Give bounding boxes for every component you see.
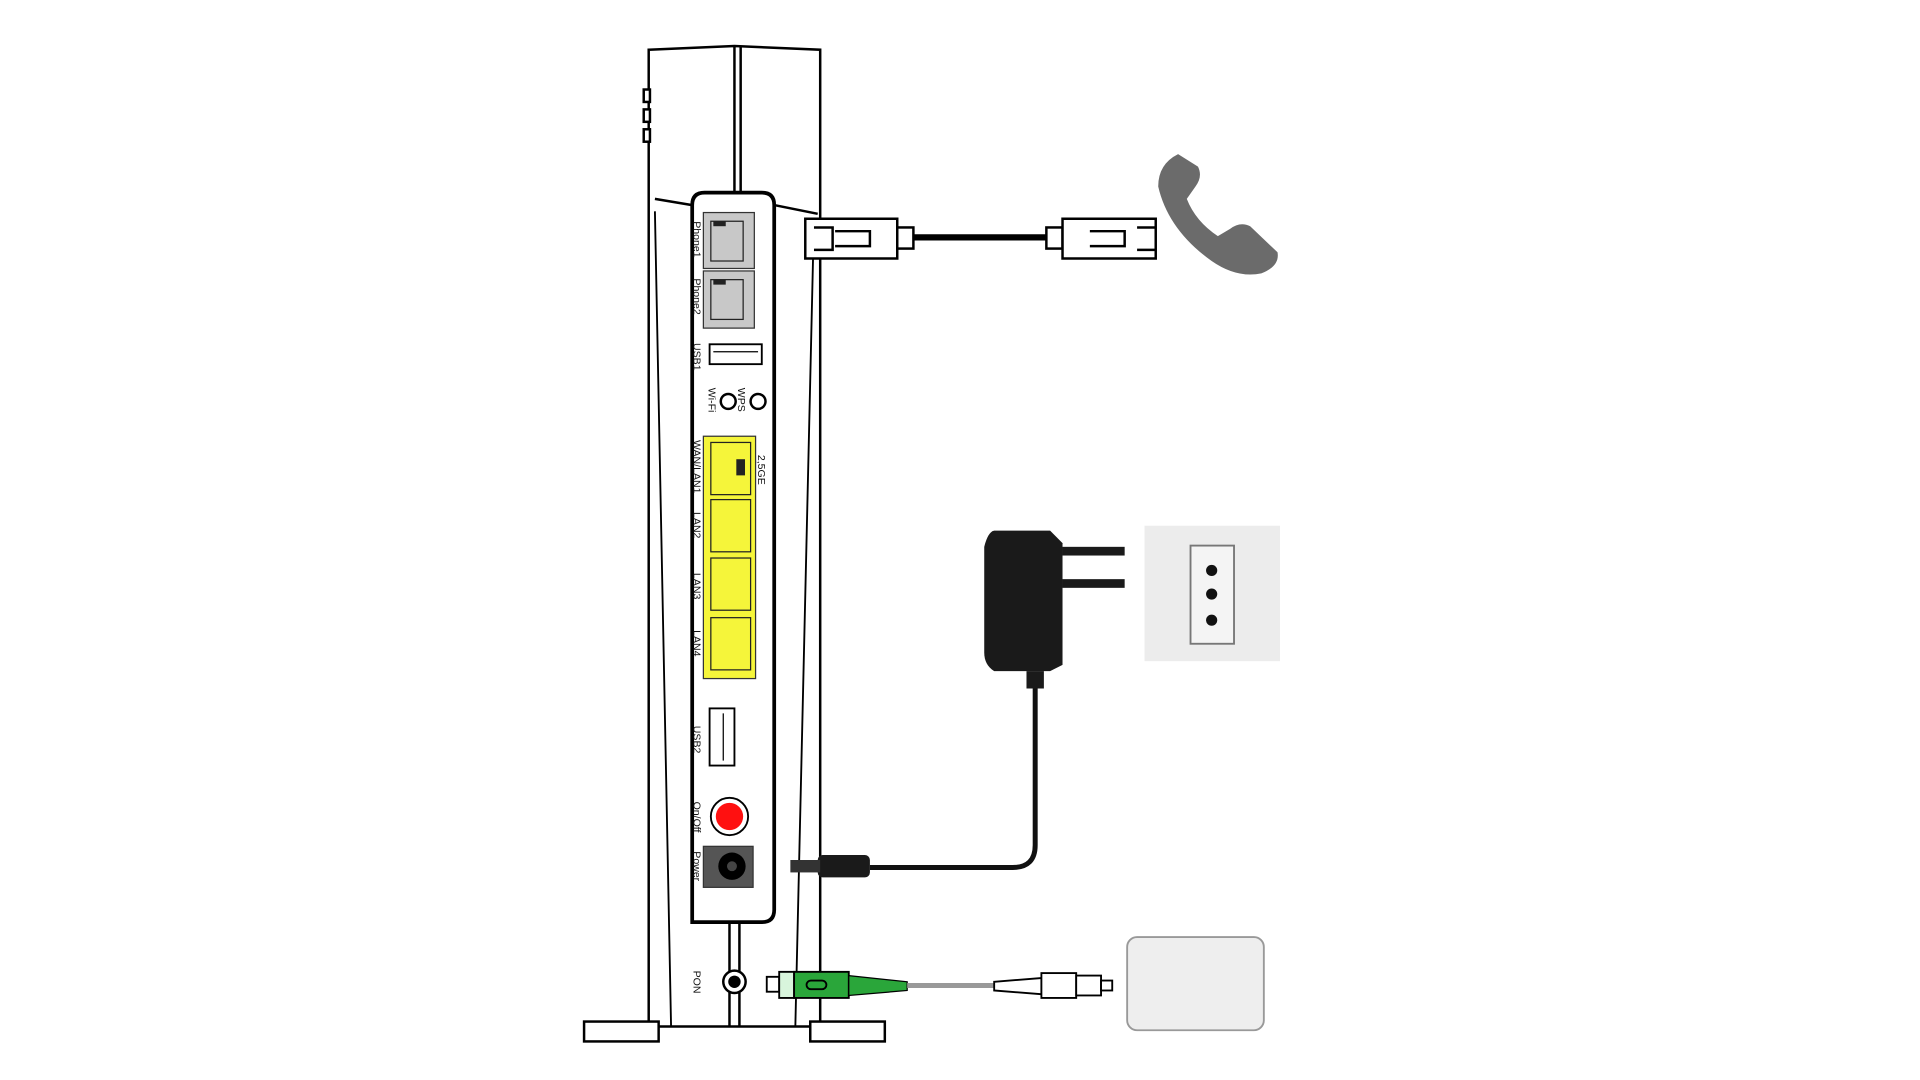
wifi-label: Wi-Fi bbox=[705, 388, 717, 413]
power-adapter bbox=[790, 530, 1125, 878]
fiber-cable bbox=[765, 970, 1114, 999]
lan4-label: LAN4 bbox=[690, 630, 702, 657]
speed-label: 2,5GE bbox=[755, 455, 767, 485]
wifi-button[interactable] bbox=[719, 392, 737, 411]
phone-icon bbox=[1158, 154, 1278, 275]
wps-label: WPS bbox=[735, 388, 747, 412]
lan2-port[interactable] bbox=[710, 498, 752, 553]
wps-button[interactable] bbox=[749, 392, 767, 411]
power-port[interactable] bbox=[702, 845, 754, 888]
lan3-label: LAN3 bbox=[690, 573, 702, 600]
lan3-port[interactable] bbox=[710, 557, 752, 611]
wan-lan1-label: WAN/LAN1 bbox=[690, 440, 702, 494]
power-label: Power bbox=[690, 851, 702, 881]
wall-outlet bbox=[1144, 525, 1280, 662]
phone-cable bbox=[804, 217, 1157, 260]
usb1-port[interactable] bbox=[708, 343, 763, 366]
wan-lan1-port[interactable] bbox=[710, 441, 752, 496]
usb2-port[interactable] bbox=[708, 707, 736, 767]
fiber-wall-socket bbox=[1126, 936, 1265, 1032]
pon-label: PON bbox=[690, 971, 702, 994]
onoff-button[interactable] bbox=[709, 796, 750, 837]
phone2-label: Phone2 bbox=[690, 278, 702, 314]
usb1-label: USB1 bbox=[690, 343, 702, 371]
phone1-label: Phone1 bbox=[690, 221, 702, 257]
phone1-port[interactable] bbox=[702, 211, 755, 270]
pon-port[interactable] bbox=[722, 969, 747, 995]
lan4-port[interactable] bbox=[710, 617, 752, 671]
onoff-label: On/Off bbox=[690, 802, 702, 833]
phone2-port[interactable] bbox=[702, 270, 755, 329]
usb2-label: USB2 bbox=[690, 726, 702, 754]
lan2-label: LAN2 bbox=[690, 512, 702, 539]
